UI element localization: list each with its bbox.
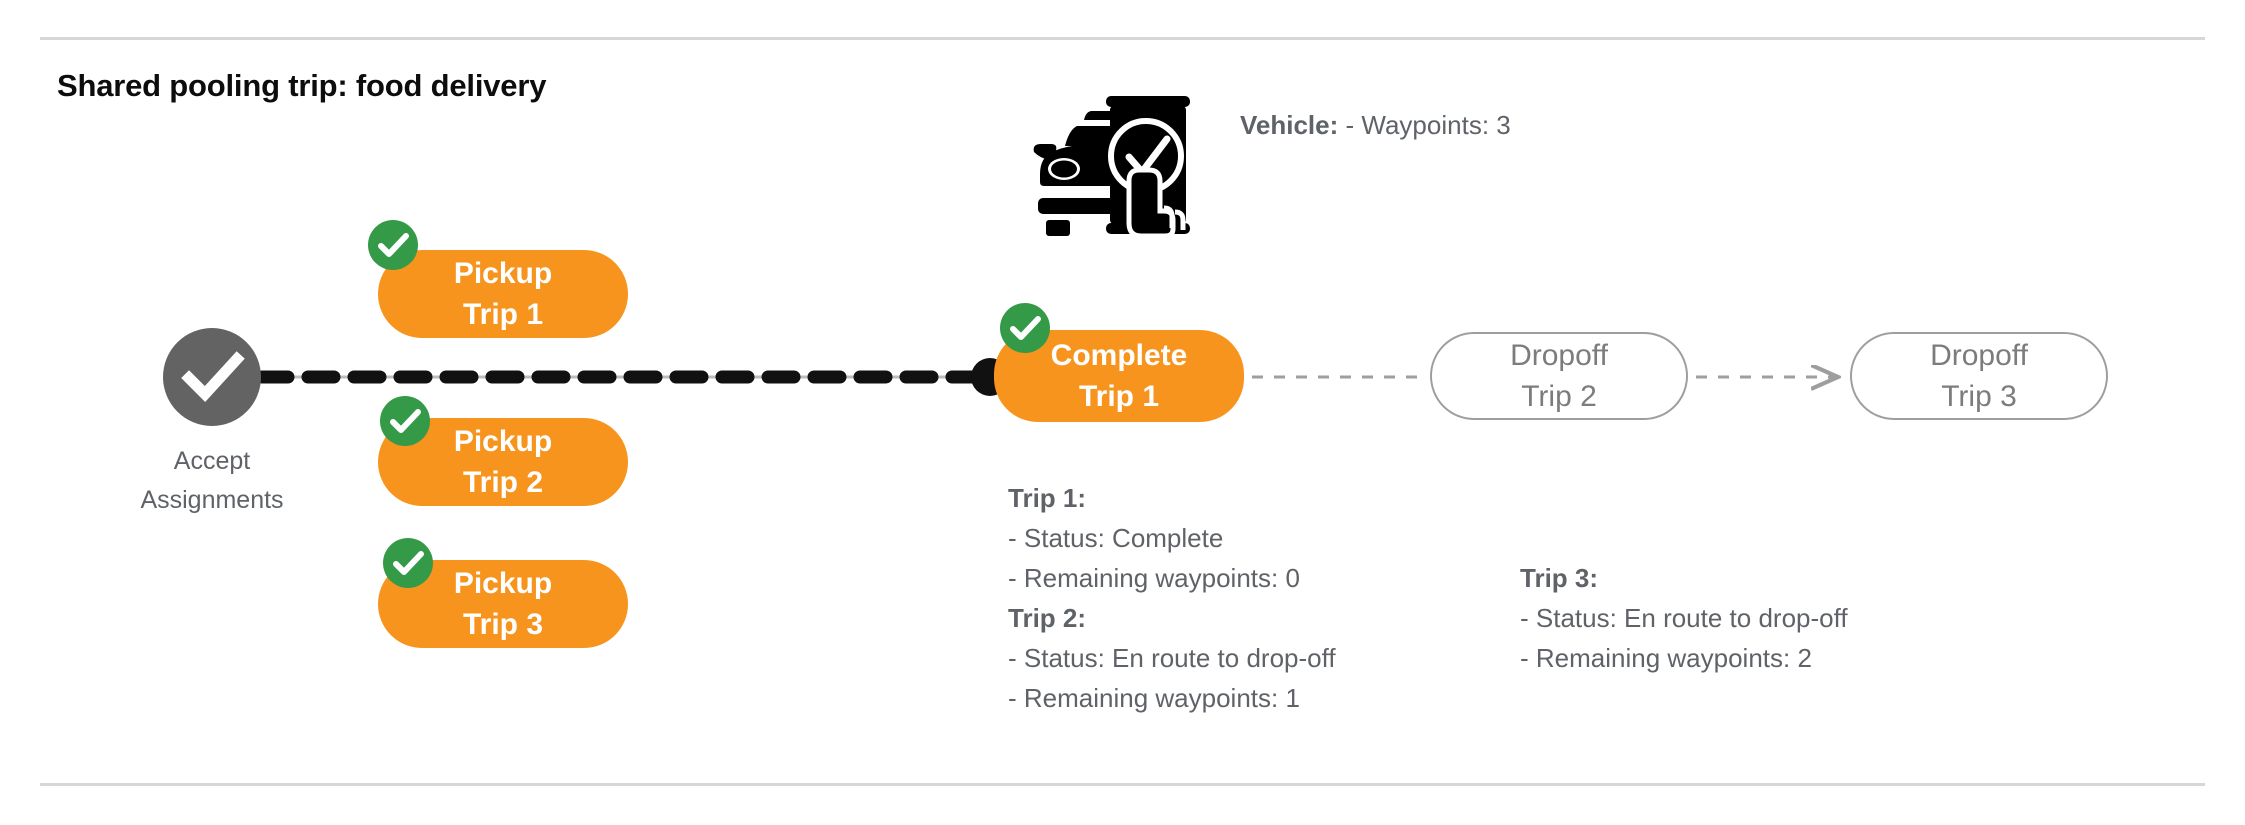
trip-2-title: Trip 2: [1008, 603, 1087, 633]
page-title: Shared pooling trip: food delivery [57, 68, 547, 103]
dropoff-trip-3-line2: Trip 3 [1941, 380, 2017, 413]
dropoff-trip-3-node[interactable]: Dropoff Trip 3 [1850, 332, 2108, 420]
trip-2-remaining-waypoints: - Remaining waypoints: 1 [1008, 683, 1300, 713]
top-divider [40, 37, 2205, 40]
bottom-divider [40, 783, 2205, 786]
pickup-trip-1-line2: Trip 1 [462, 298, 544, 331]
dropoff-trip-2-line1: Dropoff [1510, 339, 1608, 372]
dropoff-trip-2-line2: Trip 2 [1521, 380, 1597, 413]
vehicle-title: Vehicle: [1240, 110, 1339, 140]
accept-label-line1: Accept [173, 447, 251, 475]
check-badge-icon-complete-1 [1000, 303, 1050, 353]
accept-assignments-label: Accept Assignments [92, 442, 332, 520]
dropoff-trip-2-node[interactable]: Dropoff Trip 2 [1430, 332, 1688, 420]
dropoff-trip-3-line1: Dropoff [1930, 339, 2028, 372]
check-badge-icon-pickup-3 [383, 538, 433, 588]
accept-label-line2: Assignments [140, 486, 284, 514]
pickup-trip-1-node[interactable]: Pickup Trip 1 [378, 250, 628, 338]
trip-details-right-block: Trip 3: - Status: En route to drop-off -… [1520, 558, 1848, 678]
complete-trip-1-line2: Trip 1 [1078, 380, 1160, 413]
trip-3-remaining-waypoints: - Remaining waypoints: 2 [1520, 643, 1812, 673]
car-phone-check-icon [1032, 84, 1194, 239]
vehicle-waypoints: - Waypoints: 3 [1345, 110, 1511, 140]
trip-details-left-block: Trip 1: - Status: Complete - Remaining w… [1008, 478, 1336, 718]
check-circle-icon [163, 328, 261, 426]
check-badge-icon-pickup-2 [380, 396, 430, 446]
pickup-trip-2-line2: Trip 2 [462, 466, 544, 499]
pickup-trip-1-line1: Pickup [453, 257, 553, 290]
pickup-trip-3-line1: Pickup [453, 567, 553, 600]
trip-1-title: Trip 1: [1008, 483, 1087, 513]
trip-1-remaining-waypoints: - Remaining waypoints: 0 [1008, 563, 1300, 593]
trip-1-status: - Status: Complete [1008, 523, 1224, 553]
trip-2-status: - Status: En route to drop-off [1008, 643, 1336, 673]
complete-trip-1-line1: Complete [1050, 339, 1188, 372]
vehicle-info-block: Vehicle: - Waypoints: 3 [1240, 105, 1511, 145]
pickup-trip-2-node[interactable]: Pickup Trip 2 [378, 418, 628, 506]
accept-assignments-node[interactable] [163, 328, 261, 426]
check-badge-icon-pickup-1 [368, 220, 418, 270]
trip-3-status: - Status: En route to drop-off [1520, 603, 1848, 633]
pickup-trip-2-line1: Pickup [453, 425, 553, 458]
trip-3-title: Trip 3: [1520, 563, 1599, 593]
pickup-trip-3-line2: Trip 3 [462, 608, 544, 641]
